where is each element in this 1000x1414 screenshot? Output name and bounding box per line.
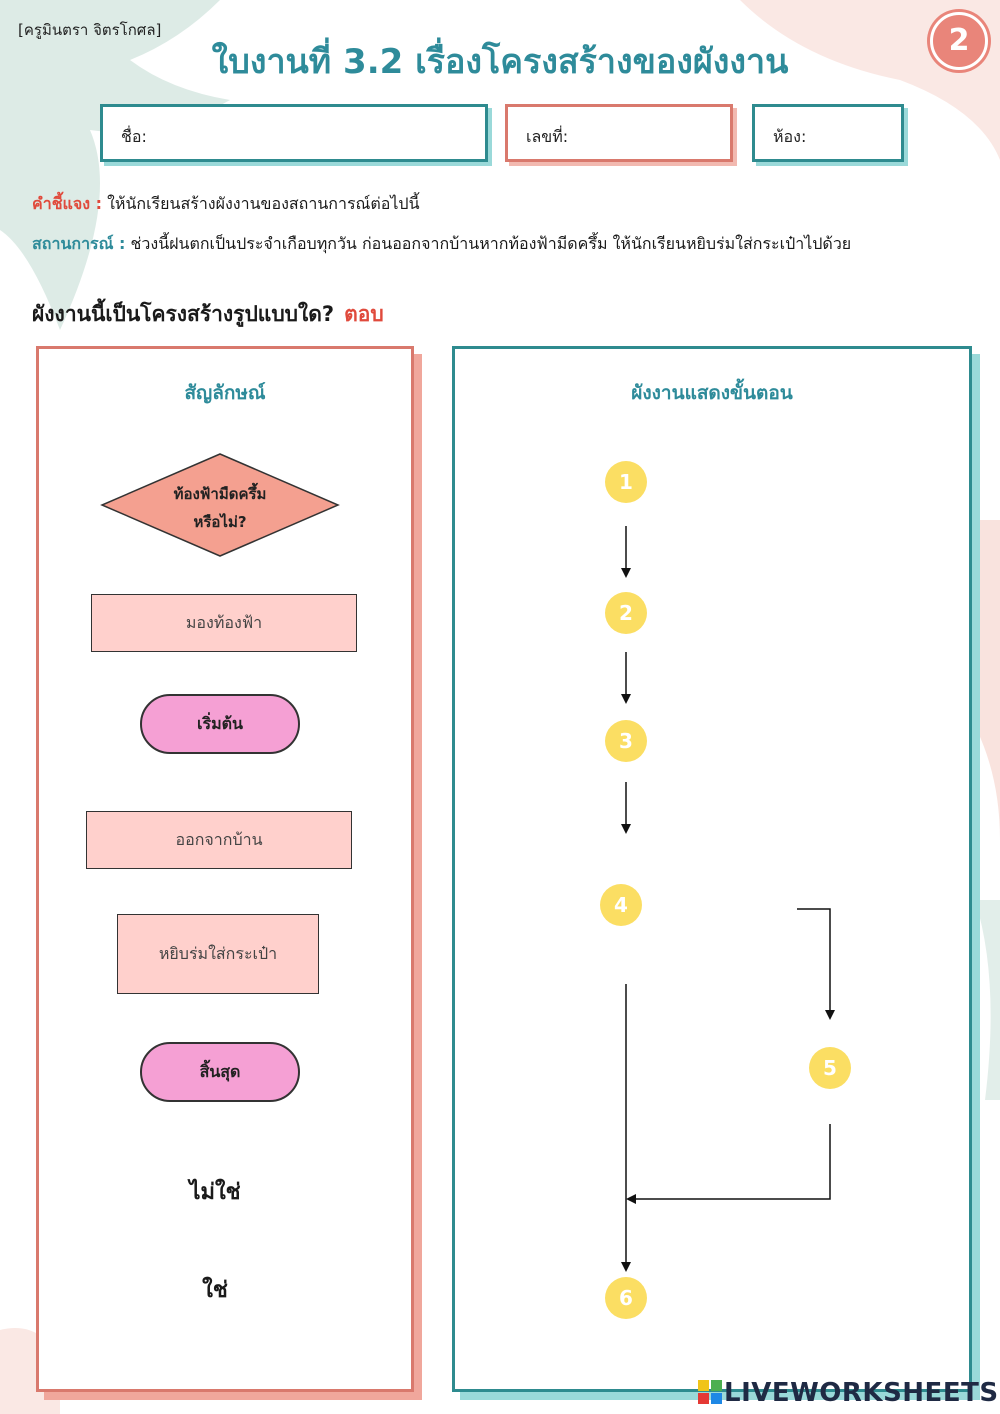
instruction-label: คำชี้แจง : [32, 194, 103, 213]
instruction: คำชี้แจง : ให้นักเรียนสร้างผังงานของสถาน… [32, 192, 420, 217]
end-terminal[interactable]: สิ้นสุด [140, 1042, 300, 1102]
question-text: ผังงานนี้เป็นโครงสร้างรูปแบบใด? [32, 302, 335, 326]
process-leave-home[interactable]: ออกจากบ้าน [86, 811, 352, 869]
flowchart-panel [452, 346, 972, 1392]
step-6-marker[interactable]: 6 [605, 1277, 647, 1319]
flowchart-panel-title: ผังงานแสดงขั้นตอน [631, 382, 793, 404]
scenario-label: สถานการณ์ : [32, 234, 126, 253]
number-field[interactable]: เลขที่: [505, 104, 733, 162]
number-label: เลขที่: [526, 127, 569, 146]
room-label: ห้อง: [773, 127, 807, 146]
name-label: ชื่อ: [121, 127, 147, 146]
word-yes[interactable]: ใช่ [202, 1278, 228, 1303]
decision-label: ท้องฟ้ามืดครึ้ม หรือไม่? [100, 480, 340, 536]
word-no[interactable]: ไม่ใช่ [189, 1180, 241, 1205]
scenario: สถานการณ์ : ช่วงนี้ฝนตกเป็นประจำเกือบทุก… [32, 232, 992, 257]
scenario-text: ช่วงนี้ฝนตกเป็นประจำเกือบทุกวัน ก่อนออกจ… [125, 234, 852, 253]
name-field[interactable]: ชื่อ: [100, 104, 488, 162]
watermark-text: LIVEWORKSHEETS [724, 1378, 999, 1408]
instruction-text: ให้นักเรียนสร้างผังงานของสถานการณ์ต่อไปน… [102, 194, 420, 213]
step-4-marker[interactable]: 4 [600, 884, 642, 926]
question: ผังงานนี้เป็นโครงสร้างรูปแบบใด? ตอบ [32, 298, 384, 331]
process-look-sky[interactable]: มองท้องฟ้า [91, 594, 357, 652]
answer-label: ตอบ [344, 302, 384, 326]
symbols-panel-title: สัญลักษณ์ [184, 382, 266, 404]
decision-line-1: ท้องฟ้ามืดครึ้ม [173, 485, 267, 503]
decision-diamond[interactable] [100, 452, 340, 558]
room-field[interactable]: ห้อง: [752, 104, 904, 162]
start-terminal[interactable]: เริ่มต้น [140, 694, 300, 754]
liveworksheets-watermark: LIVEWORKSHEETS [698, 1378, 999, 1408]
page-title: ใบงานที่ 3.2 เรื่องโครงสร้างของผังงาน [211, 42, 789, 82]
decision-line-2: หรือไม่? [193, 513, 247, 531]
liveworksheets-logo-icon [698, 1380, 722, 1404]
step-3-marker[interactable]: 3 [605, 720, 647, 762]
teacher-name: [ครูมินตรา จิตรโกศล] [18, 21, 162, 39]
step-1-marker[interactable]: 1 [605, 461, 647, 503]
step-2-marker[interactable]: 2 [605, 592, 647, 634]
page-number-badge: 2 [930, 12, 988, 70]
step-5-marker[interactable]: 5 [809, 1047, 851, 1089]
process-take-umbrella[interactable]: หยิบร่มใส่กระเป๋า [117, 914, 319, 994]
